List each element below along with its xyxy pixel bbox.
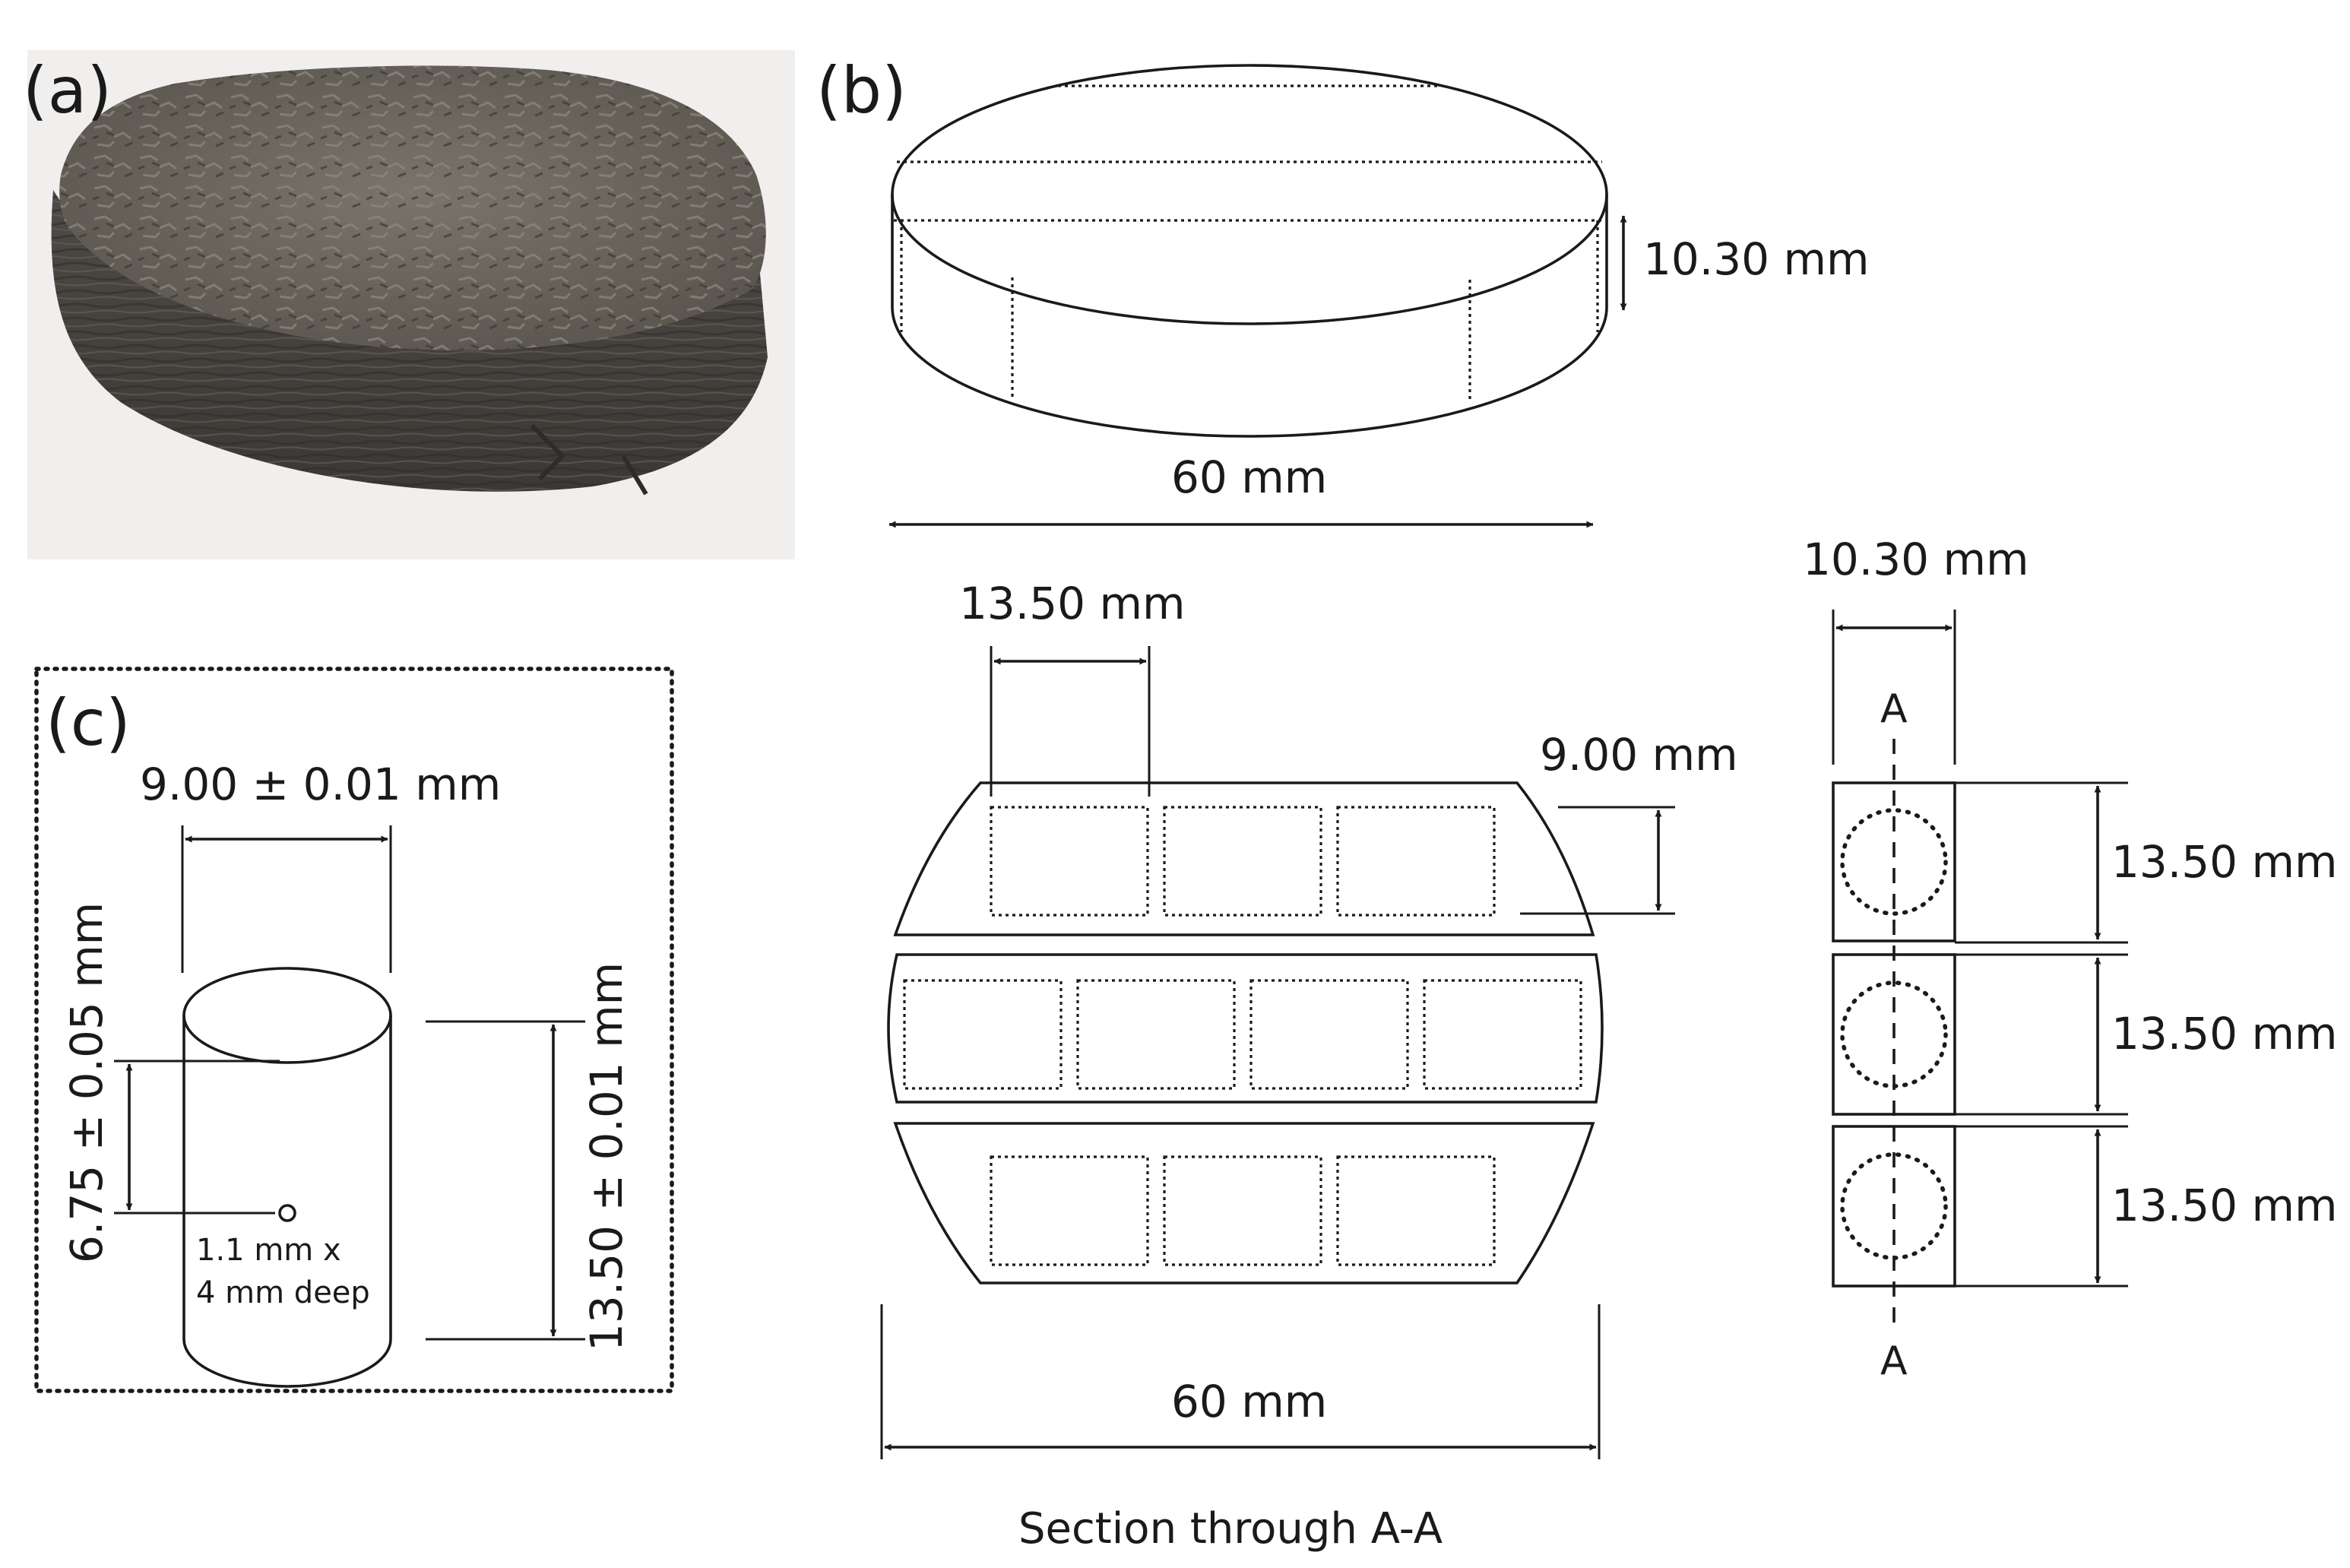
thermocouple-hole <box>278 1204 296 1222</box>
specimen-length-label: 13.50 ± 0.01 mm <box>581 962 632 1351</box>
side-piece-label-1: 13.50 mm <box>2111 836 2337 888</box>
hole-size-line1: 1.1 mm x <box>196 1233 341 1268</box>
strip-top <box>893 781 1595 936</box>
panel-a-label: (a) <box>23 53 112 128</box>
side-width-label: 10.30 mm <box>1803 534 2029 585</box>
panel-c-label: (c) <box>46 686 131 760</box>
side-piece-label-3: 13.50 mm <box>2111 1180 2337 1231</box>
side-view: 10.30 mm A A 13.50 mm 13.50 mm 13. <box>1803 534 2337 1384</box>
specimen-diameter-label: 9.00 ± 0.01 mm <box>140 759 501 810</box>
section-diameter-label: 60 mm <box>1171 1376 1327 1427</box>
strip-middle <box>887 953 1604 1104</box>
panel-c: (c) 9.00 ± 0.01 mm 6.75 ± 0.05 mm 13.50 … <box>34 667 674 1393</box>
sample-photo <box>51 65 768 496</box>
section-mark-top: A <box>1880 686 1908 732</box>
panel-c-frame <box>34 667 674 1393</box>
disc-drawing <box>891 64 1608 438</box>
piece-width-label: 13.50 mm <box>959 578 1185 629</box>
section-strips <box>887 781 1604 1284</box>
side-piece-label-2: 13.50 mm <box>2111 1008 2337 1060</box>
disc-top <box>891 64 1608 325</box>
panel-a <box>27 50 795 559</box>
panel-b-label: (b) <box>816 53 907 128</box>
hole-position-label: 6.75 ± 0.05 mm <box>61 902 112 1263</box>
section-mark-bottom: A <box>1880 1338 1908 1384</box>
section-caption: Section through A-A <box>1018 1504 1443 1554</box>
disc-height-label: 10.30 mm <box>1643 233 1869 285</box>
cylinder-body <box>182 1015 392 1388</box>
specimen-outlines <box>903 806 1582 1266</box>
panel-b: (b) 10.30 mm 60 mm <box>816 53 2337 1554</box>
disc-diameter-label: 60 mm <box>1171 451 1327 503</box>
strip-width-label: 9.00 mm <box>1540 729 1738 781</box>
disc-bottom-front <box>891 195 1608 438</box>
strip-bottom <box>893 1122 1595 1284</box>
cylinder-top <box>182 967 392 1064</box>
specimen-cylinder <box>182 967 392 1388</box>
hole-size-line2: 4 mm deep <box>196 1275 370 1310</box>
